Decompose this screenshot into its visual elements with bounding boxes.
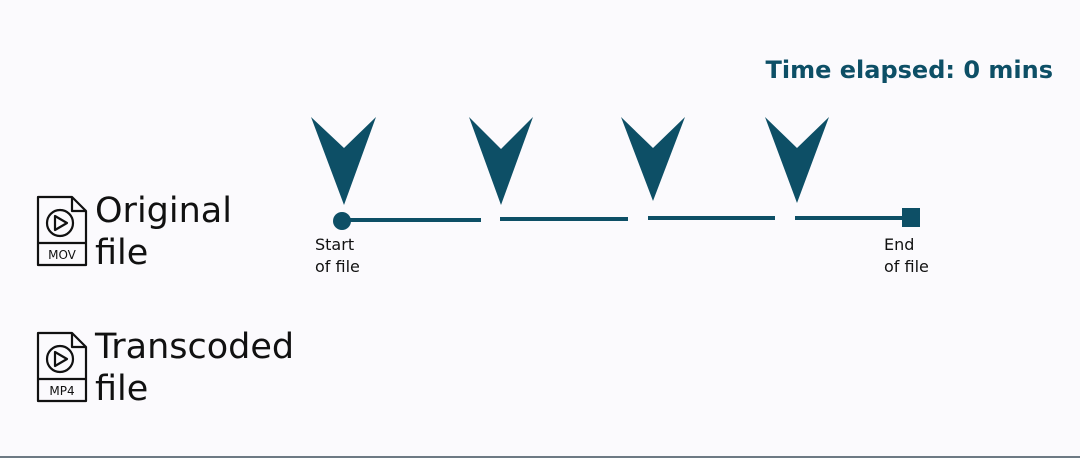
mov-video-file-icon: MOV xyxy=(36,195,88,267)
original-file-row: MOV Original file xyxy=(34,190,232,274)
original-file-label-line1: Original xyxy=(95,191,232,231)
chunk-marker-1 xyxy=(311,117,376,205)
transcoded-file-label-line1: Transcoded xyxy=(95,327,295,367)
transcoded-file-row: MP4 Transcoded file xyxy=(34,326,294,410)
time-elapsed-label: Time elapsed: 0 mins xyxy=(765,56,1053,84)
end-label-line2: of file xyxy=(884,257,929,276)
end-of-file-label: End of file xyxy=(884,234,929,278)
chunk-marker-2 xyxy=(469,117,533,205)
original-file-label-line2: file xyxy=(95,233,149,273)
transcoded-file-label: Transcoded file xyxy=(95,326,294,410)
timeline-end-marker xyxy=(902,208,920,227)
transcoded-file-label-line2: file xyxy=(95,369,149,409)
chunk-marker-4 xyxy=(765,117,829,203)
original-file-label: Original file xyxy=(95,190,232,274)
start-of-file-label: Start of file xyxy=(315,234,360,278)
chunk-marker-3 xyxy=(621,117,685,201)
mov-icon-text: MOV xyxy=(48,248,77,262)
mp4-icon-text: MP4 xyxy=(49,384,74,398)
start-label-line2: of file xyxy=(315,257,360,276)
mp4-video-file-icon: MP4 xyxy=(36,331,88,403)
start-label-line1: Start xyxy=(315,235,355,254)
timeline-start-marker xyxy=(333,212,351,230)
end-label-line1: End xyxy=(884,235,915,254)
bottom-divider xyxy=(0,456,1080,458)
